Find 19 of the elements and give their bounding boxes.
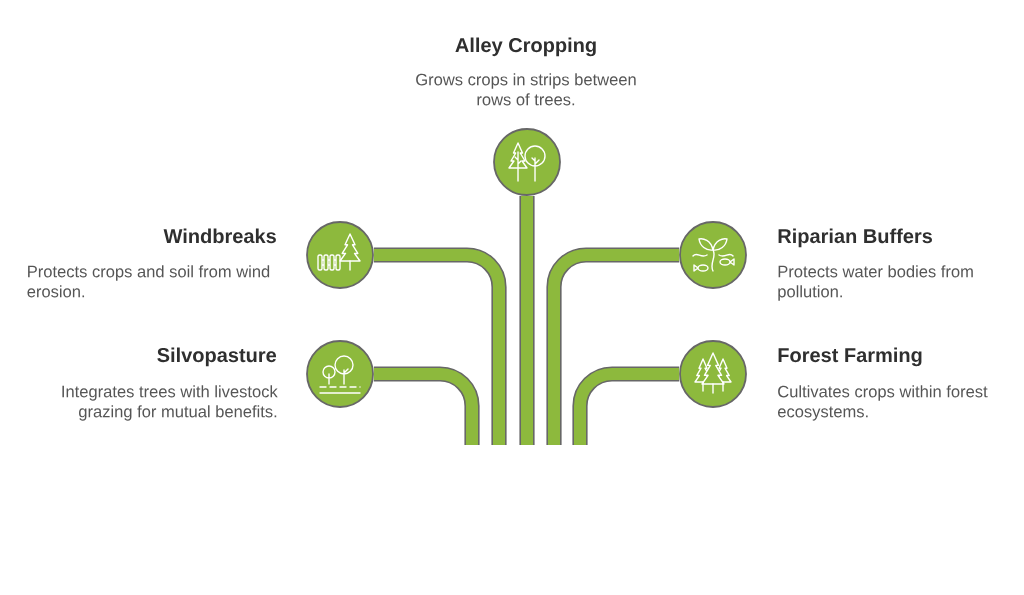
connector bbox=[373, 366, 480, 445]
connector bbox=[546, 247, 680, 445]
icon-circle bbox=[679, 221, 747, 289]
description: Grows crops in strips between rows of trees. bbox=[416, 73, 636, 106]
heading: Windbreaks bbox=[163, 228, 276, 244]
description: Protects water bodies from pollution. bbox=[778, 265, 973, 301]
icon-circle bbox=[493, 128, 561, 196]
description: Protects crops and soil from wind erosion. bbox=[27, 265, 270, 298]
heading: Forest Farming bbox=[778, 347, 922, 367]
icon-circle bbox=[306, 340, 374, 408]
heading: Silvopasture bbox=[157, 347, 277, 367]
icon-circle bbox=[306, 221, 374, 289]
connector bbox=[373, 247, 507, 445]
connector bbox=[519, 195, 535, 445]
heading: Riparian Buffers bbox=[778, 228, 932, 248]
description: Cultivates crops within forest ecosystems. bbox=[778, 385, 988, 421]
heading: Alley Cropping bbox=[455, 37, 596, 57]
connector bbox=[572, 366, 680, 445]
description: Integrates trees with livestock grazing for mutual benefits. bbox=[62, 385, 278, 421]
